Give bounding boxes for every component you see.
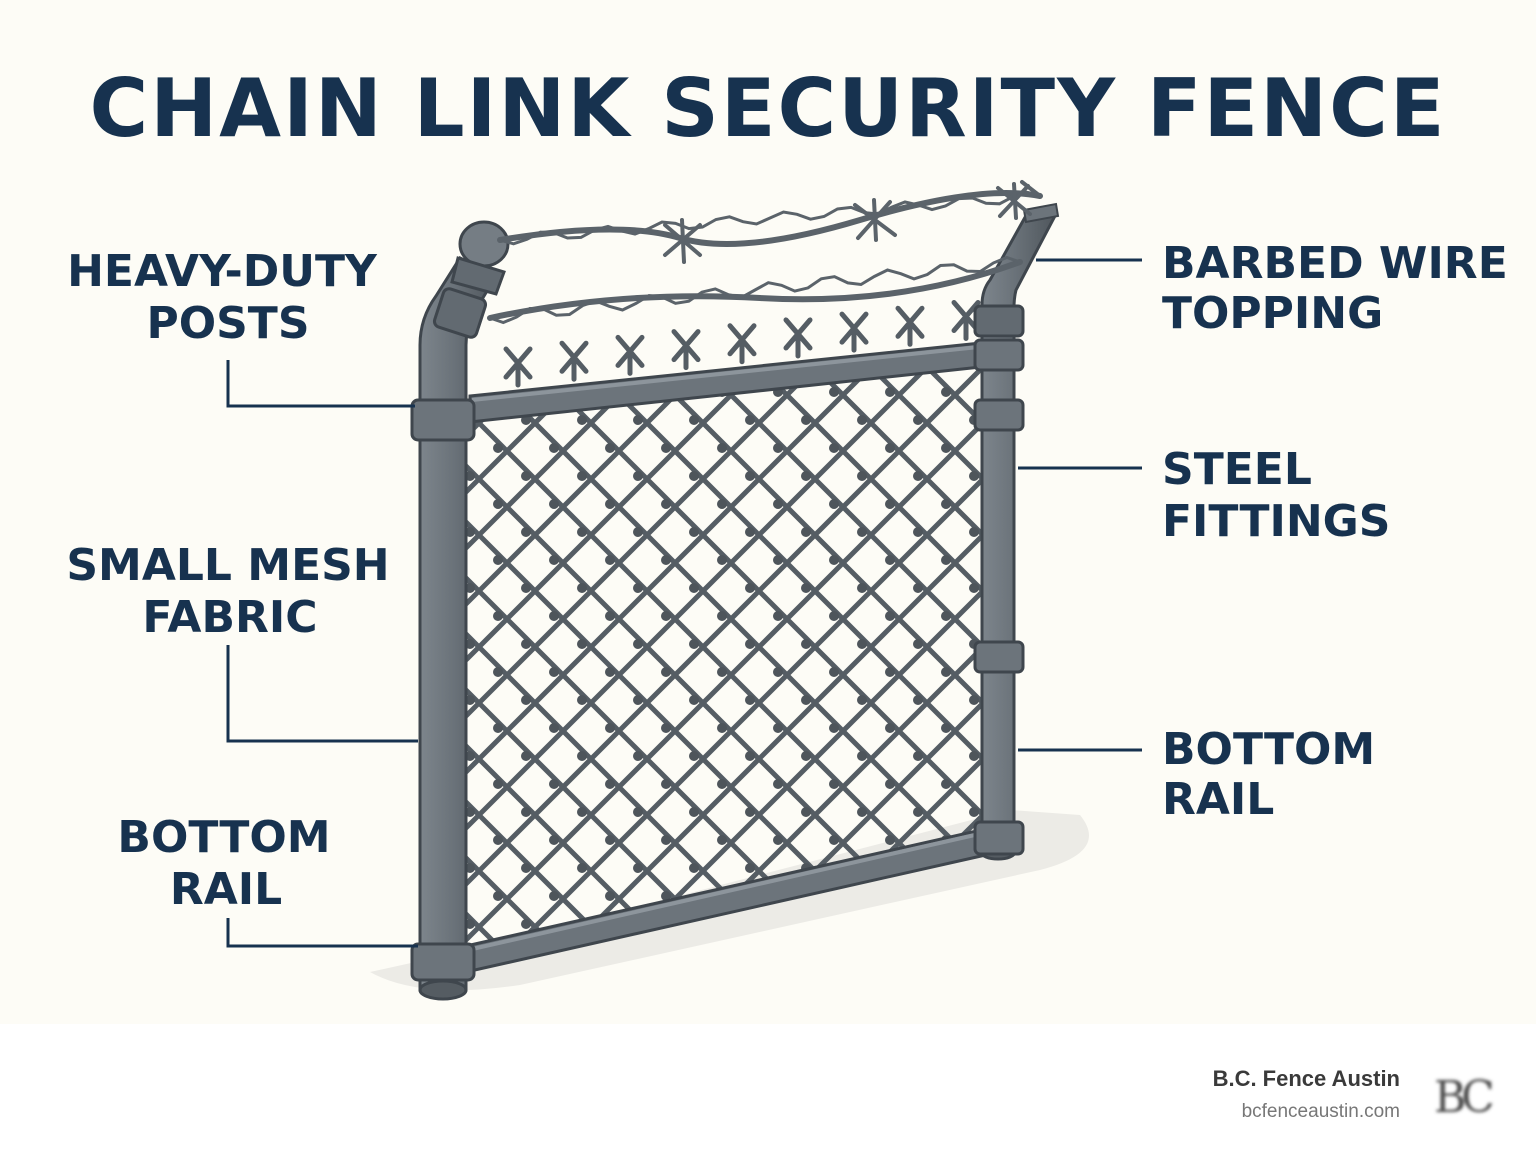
label-line: FABRIC [142, 592, 317, 643]
label-bottom-rail-left: BOTTOM RAIL [117, 812, 330, 915]
bottom-rail [464, 826, 992, 974]
diagram-title: CHAIN LINK SECURITY FENCE [90, 62, 1447, 155]
label-line: STEEL [1162, 444, 1312, 495]
chain-link-mesh [466, 364, 982, 950]
label-line: FITTINGS [1162, 496, 1390, 547]
leader-bottom-left [226, 918, 418, 948]
brand-logo: BC [1434, 1072, 1493, 1123]
label-bottom-rail-right: BOTTOM RAIL [1162, 724, 1375, 825]
right-post [973, 202, 1060, 861]
label-line: SMALL MESH [66, 540, 389, 591]
label-small-mesh-fabric: SMALL MESH FABRIC [66, 540, 389, 643]
label-line: BARBED WIRE [1162, 238, 1508, 289]
barbed-wire [487, 180, 1043, 325]
label-heavy-duty-posts: HEAVY-DUTY POSTS [67, 246, 378, 349]
label-steel-fittings: STEEL FITTINGS [1162, 444, 1390, 547]
leader-lines [226, 258, 1142, 948]
label-line: HEAVY-DUTY [67, 246, 378, 297]
label-line: RAIL [170, 864, 282, 915]
left-post [410, 220, 510, 1001]
label-line: TOPPING [1162, 288, 1383, 339]
label-line: BOTTOM [117, 812, 330, 863]
brand-name: B.C. Fence Austin [1213, 1066, 1400, 1091]
brand-url: bcfenceaustin.com [1242, 1101, 1400, 1122]
footer-band [0, 1024, 1536, 1154]
leader-mesh [226, 645, 418, 743]
label-line: BOTTOM [1162, 724, 1375, 775]
leader-posts [226, 360, 415, 408]
label-line: RAIL [1162, 774, 1274, 825]
label-line: POSTS [146, 298, 309, 349]
label-barbed-wire-topping: BARBED WIRE TOPPING [1162, 238, 1508, 339]
